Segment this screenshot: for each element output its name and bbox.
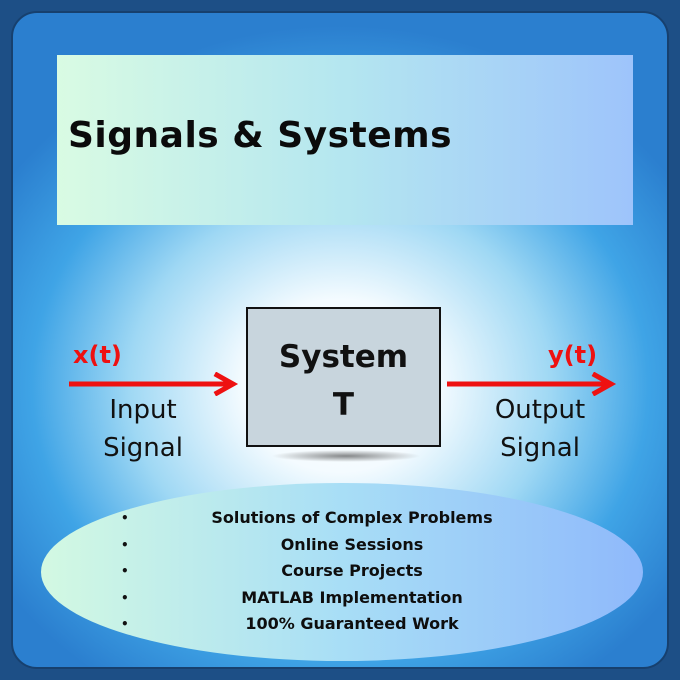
output-label-line1: Output — [494, 395, 586, 425]
input-arrow — [69, 372, 239, 396]
feature-text: MATLAB Implementation — [241, 587, 463, 607]
output-signal-name: y(t) — [548, 341, 598, 369]
list-item: • Solutions of Complex Problems — [41, 505, 643, 532]
feature-text: Online Sessions — [280, 534, 424, 554]
system-block-name: System — [278, 339, 409, 375]
list-item: • Online Sessions — [41, 532, 643, 559]
list-item: • 100% Guaranteed Work — [41, 611, 643, 638]
feature-list: • Solutions of Complex Problems • Online S… — [41, 505, 643, 638]
list-item: • MATLAB Implementation — [41, 585, 643, 612]
input-label-line2: Signal — [103, 433, 183, 463]
bullet-icon: • — [121, 537, 129, 552]
input-label: Input Signal — [83, 391, 203, 467]
output-arrow — [447, 372, 617, 396]
system-block-symbol: T — [332, 387, 355, 423]
poster-title: Signals & Systems — [68, 115, 453, 156]
system-block: System T — [246, 307, 441, 447]
input-label-line1: Input — [109, 395, 177, 425]
bullet-icon: • — [121, 617, 129, 631]
poster-frame: Signals & Systems x(t) Input Signal Syst… — [11, 11, 669, 669]
bullet-icon: • — [121, 564, 129, 578]
list-item: • Course Projects — [41, 558, 643, 585]
features-oval — [41, 483, 643, 661]
system-block-shadow — [271, 450, 421, 462]
output-label-line2: Signal — [500, 433, 580, 463]
title-banner — [57, 55, 633, 225]
feature-text: Solutions of Complex Problems — [211, 508, 493, 527]
feature-text: Course Projects — [281, 561, 423, 580]
input-signal-name: x(t) — [73, 341, 122, 369]
bullet-icon: • — [121, 590, 129, 605]
bullet-icon: • — [121, 511, 129, 525]
feature-text: 100% Guaranteed Work — [245, 614, 459, 633]
output-label: Output Signal — [475, 391, 605, 467]
